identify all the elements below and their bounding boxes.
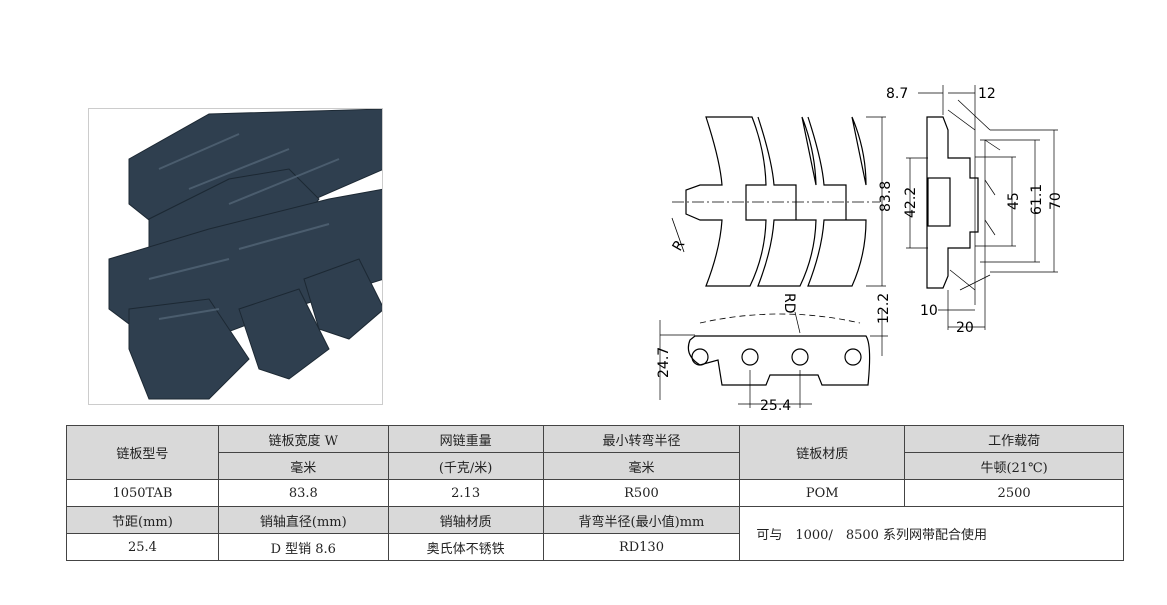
header-min-radius: 最小转弯半径 xyxy=(542,425,741,453)
dim-20: 20 xyxy=(956,320,974,336)
technical-drawing: 83.8 R 8.7 12 42.2 45 61.1 70 10 20 xyxy=(656,85,1064,414)
value-backbend-radius: RD130 xyxy=(542,533,741,561)
bottom-view xyxy=(659,310,888,408)
header-model: 链板型号 xyxy=(66,425,219,480)
dim-61-1: 61.1 xyxy=(1029,184,1045,215)
chain-photo-illustration xyxy=(108,109,382,400)
product-photo xyxy=(88,108,383,405)
top-view xyxy=(671,116,886,287)
unit-width: 毫米 xyxy=(217,452,389,480)
value-model: 1050TAB xyxy=(66,479,219,507)
dim-42-2: 42.2 xyxy=(903,187,919,218)
value-pin-material: 奥氏体不锈铁 xyxy=(387,533,544,561)
dim-45: 45 xyxy=(1006,192,1022,210)
dim-83-8: 83.8 xyxy=(878,181,894,212)
compatibility-note: 可与 1000/ 8500 系列网带配合使用 xyxy=(739,506,1124,561)
header-weight: 网链重量 xyxy=(387,425,544,453)
header-pin-diameter: 销轴直径(mm) xyxy=(217,506,389,534)
dim-70: 70 xyxy=(1048,192,1064,210)
value-width: 83.8 xyxy=(217,479,389,507)
unit-weight: (千克/米) xyxy=(387,452,544,480)
header-pitch: 节距(mm) xyxy=(66,506,219,534)
unit-load: 牛顿(21℃) xyxy=(904,452,1124,480)
dim-25-4: 25.4 xyxy=(760,398,791,414)
value-min-radius: R500 xyxy=(542,479,741,507)
dim-rd: RD xyxy=(781,293,797,314)
dim-8-7: 8.7 xyxy=(886,86,908,102)
side-view xyxy=(906,85,1058,330)
header-width: 链板宽度 W xyxy=(217,425,389,453)
dim-10: 10 xyxy=(920,303,938,319)
value-pin-diameter: D 型销 8.6 xyxy=(217,533,389,561)
dim-12-2: 12.2 xyxy=(876,293,892,324)
value-pitch: 25.4 xyxy=(66,533,219,561)
header-pin-material: 销轴材质 xyxy=(387,506,544,534)
value-material: POM xyxy=(739,479,906,507)
dim-12: 12 xyxy=(978,86,996,102)
header-backbend-radius: 背弯半径(最小值)mm xyxy=(542,506,741,534)
value-load: 2500 xyxy=(904,479,1124,507)
spec-table: 链板型号 链板宽度 W 网链重量 最小转弯半径 链板材质 工作载荷 毫米 (千克… xyxy=(66,425,1124,561)
value-weight: 2.13 xyxy=(387,479,544,507)
header-load: 工作载荷 xyxy=(904,425,1124,453)
header-material: 链板材质 xyxy=(739,425,906,480)
unit-radius: 毫米 xyxy=(542,452,741,480)
dim-24-7: 24.7 xyxy=(656,347,672,378)
dim-r: R xyxy=(670,237,689,254)
